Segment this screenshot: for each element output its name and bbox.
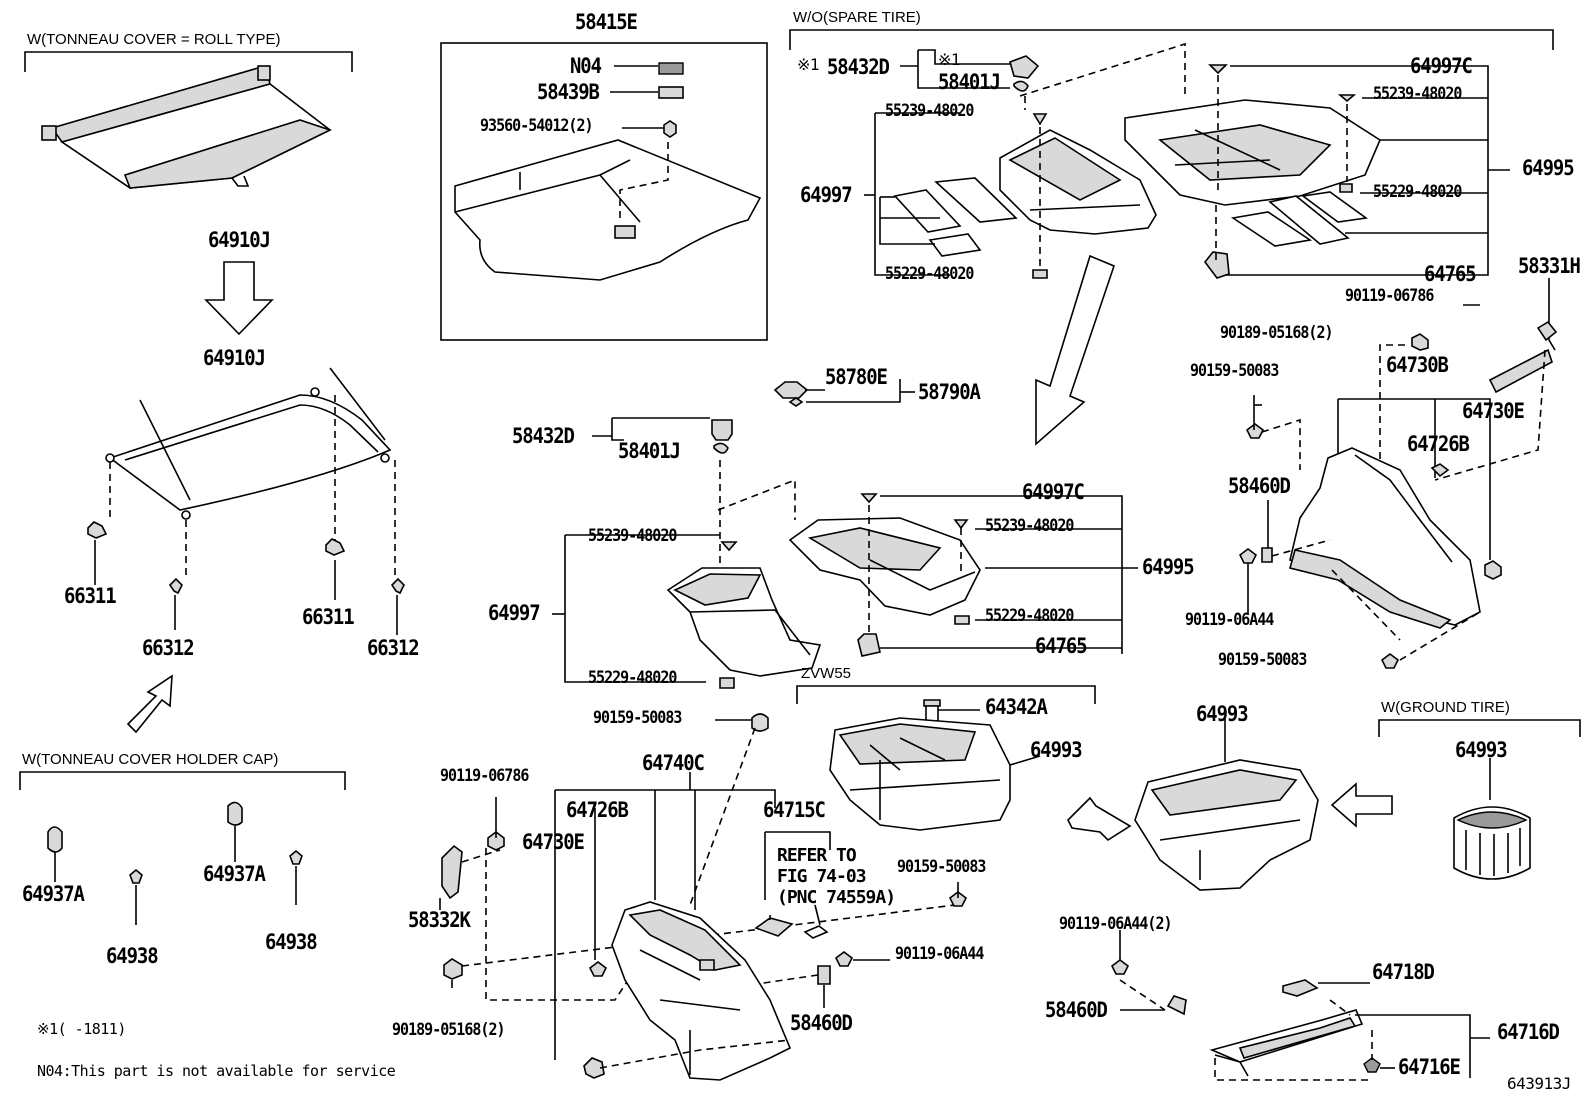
- part-N04: N04: [570, 54, 602, 78]
- part-90159-50083-a: 90159-50083: [1190, 361, 1279, 381]
- part-64726B-a: 64726B: [1407, 432, 1470, 456]
- part-90159-50083-c: 90159-50083: [593, 708, 682, 728]
- part-58332K: 58332K: [408, 908, 471, 932]
- caption-holder-cap: W(TONNEAU COVER HOLDER CAP): [22, 751, 279, 768]
- part-64937A-b: 64937A: [203, 862, 266, 886]
- part-90119-06786-a: 90119-06786: [1345, 286, 1434, 306]
- footnote-1: ※1( -1811): [37, 1020, 126, 1038]
- part-64726B-b: 64726B: [566, 798, 629, 822]
- part-55239-48020-d: 55239-48020: [985, 516, 1074, 536]
- part-58780E: 58780E: [825, 365, 888, 389]
- caption-zvw55: ZVW55: [801, 665, 852, 682]
- part-58432D-a: 58432D: [827, 55, 890, 79]
- part-64997-a: 64997: [800, 183, 853, 207]
- figure-id: 643913J: [1507, 1074, 1571, 1093]
- part-58460D-a: 58460D: [1228, 474, 1291, 498]
- tonneau-cover-net: [105, 367, 392, 520]
- part-64740C: 64740C: [642, 751, 705, 775]
- caption-spare-tire: W/O(SPARE TIRE): [793, 9, 921, 26]
- luggage-mat: [454, 139, 762, 281]
- part-90119-06A44-a: 90119-06A44: [1185, 610, 1274, 630]
- part-64997C-a: 64997C: [1410, 54, 1473, 78]
- tonneau-cover-roll: [41, 65, 333, 189]
- part-90159-50083-d: 90159-50083: [897, 857, 986, 877]
- part-55229-48020-a: 55229-48020: [1373, 182, 1462, 202]
- part-64910J-b: 64910J: [203, 346, 266, 370]
- part-64715C: 64715C: [763, 798, 826, 822]
- arrow-right: [1067, 796, 1132, 842]
- part-64730B: 64730B: [1386, 353, 1449, 377]
- part-64730E-b: 64730E: [522, 830, 585, 854]
- part-58401J-b: 58401J: [618, 439, 681, 463]
- arrow-down-2: [1035, 254, 1115, 446]
- part-90159-50083-b: 90159-50083: [1218, 650, 1307, 670]
- part-66311-a: 66311: [64, 584, 117, 608]
- part-58401J-a: 58401J: [938, 70, 1001, 94]
- arrow-down-1: [204, 261, 274, 336]
- part-64995-a: 64995: [1522, 156, 1575, 180]
- part-58439B: 58439B: [537, 80, 600, 104]
- part-55229-48020-c: 55229-48020: [985, 606, 1074, 626]
- refer-line-1: REFER TO: [777, 845, 857, 866]
- arrow-left: [1330, 782, 1393, 828]
- part-64993-b: 64993: [1196, 702, 1249, 726]
- part-64765-b: 64765: [1035, 634, 1088, 658]
- part-64730E-a: 64730E: [1462, 399, 1525, 423]
- part-64938-a: 64938: [106, 944, 159, 968]
- part-64910J-a: 64910J: [208, 228, 271, 252]
- part-64765-a: 64765: [1424, 262, 1477, 286]
- arrow-up-1: [126, 674, 173, 734]
- part-90119-06A44-c: 90119-06A44(2): [1059, 914, 1173, 934]
- part-58790A: 58790A: [918, 380, 981, 404]
- part-90119-06A44-b: 90119-06A44: [895, 944, 984, 964]
- part-93560-54012: 93560-54012(2): [480, 116, 594, 136]
- part-90189-05168-b: 90189-05168(2): [392, 1020, 506, 1040]
- mark-1-a: ※1: [797, 55, 820, 74]
- part-58460D-c: 58460D: [1045, 998, 1108, 1022]
- mark-1-b: ※1: [938, 50, 961, 69]
- part-64993-c: 64993: [1455, 738, 1508, 762]
- part-55229-48020-d: 55229-48020: [588, 668, 677, 688]
- caption-ground-tire: W(GROUND TIRE): [1381, 699, 1510, 716]
- part-64937A-a: 64937A: [22, 882, 85, 906]
- refer-line-3: (PNC 74559A): [777, 887, 896, 908]
- part-90189-05168-a: 90189-05168(2): [1220, 323, 1334, 343]
- part-58331H: 58331H: [1518, 254, 1581, 278]
- part-64716E: 64716E: [1398, 1055, 1461, 1079]
- part-58432D-b: 58432D: [512, 424, 575, 448]
- part-66311-b: 66311: [302, 605, 355, 629]
- footnote-n04: N04:This part is not available for servi…: [37, 1062, 396, 1080]
- part-55229-48020-b: 55229-48020: [885, 264, 974, 284]
- refer-line-2: FIG 74-03: [777, 866, 867, 887]
- part-64997C-b: 64997C: [1022, 480, 1085, 504]
- part-55239-48020-c: 55239-48020: [588, 526, 677, 546]
- part-58415E: 58415E: [575, 10, 638, 34]
- part-64997-b: 64997: [488, 601, 541, 625]
- part-64342A: 64342A: [985, 695, 1048, 719]
- part-55239-48020-b: 55239-48020: [1373, 84, 1462, 104]
- part-66312-b: 66312: [367, 636, 420, 660]
- part-58460D-b: 58460D: [790, 1011, 853, 1035]
- part-64995-b: 64995: [1142, 555, 1195, 579]
- part-66312-a: 66312: [142, 636, 195, 660]
- part-64716D: 64716D: [1497, 1020, 1560, 1044]
- caption-tonneau-roll: W(TONNEAU COVER = ROLL TYPE): [27, 31, 281, 48]
- part-64718D: 64718D: [1372, 960, 1435, 984]
- part-64993-a: 64993: [1030, 738, 1083, 762]
- part-64938-b: 64938: [265, 930, 318, 954]
- part-90119-06786-b: 90119-06786: [440, 766, 529, 786]
- part-55239-48020-a: 55239-48020: [885, 101, 974, 121]
